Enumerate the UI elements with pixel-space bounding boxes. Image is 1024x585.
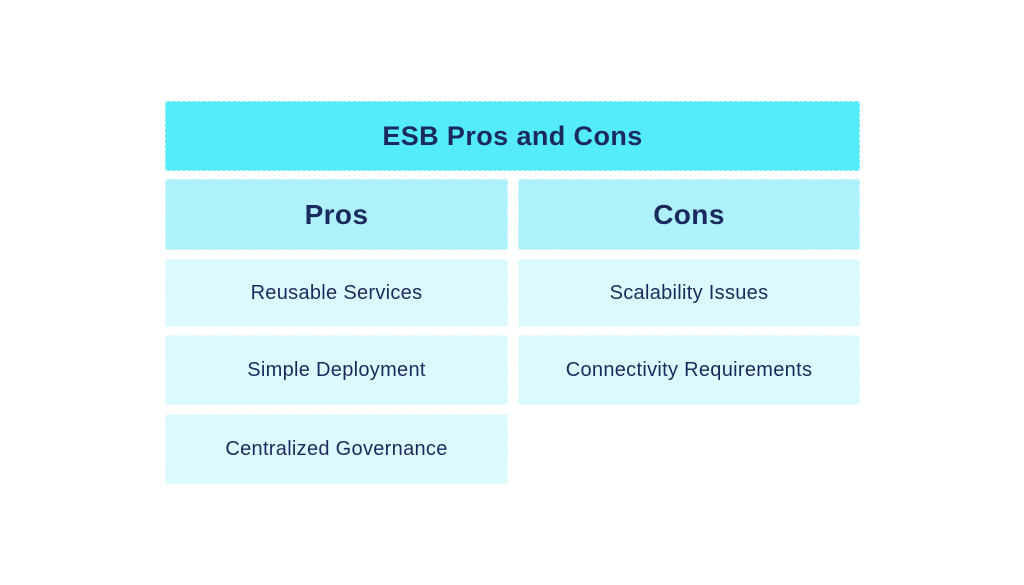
cons-column-header: Cons [518, 179, 860, 250]
cons-item-connectivity-requirements: Connectivity Requirements [518, 335, 860, 405]
pros-item-reusable-services: Reusable Services [165, 259, 508, 327]
pros-item-simple-deployment: Simple Deployment [165, 335, 508, 405]
cons-item-scalability-issues: Scalability Issues [518, 259, 860, 327]
pros-column-header: Pros [165, 179, 508, 250]
pros-item-centralized-governance: Centralized Governance [165, 414, 508, 484]
diagram-title: ESB Pros and Cons [165, 101, 860, 171]
